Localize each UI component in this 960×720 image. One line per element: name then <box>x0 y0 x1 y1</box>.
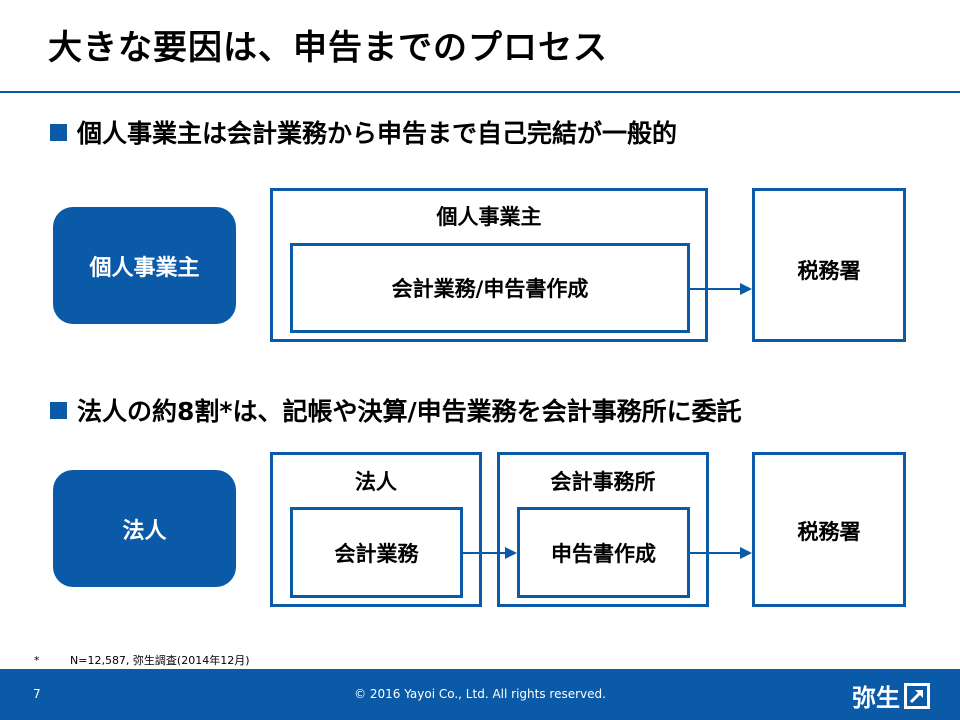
yayoi-logo: 弥生 <box>852 678 930 713</box>
section1-actor-label: 個人事業主 <box>89 255 200 281</box>
section2-bullet-text: 法人の約8割*は、記帳や決算/申告業務を会計事務所に委託 <box>77 397 742 426</box>
section1-task-label: 会計業務/申告書作成 <box>391 277 589 301</box>
section2-bullet: 法人の約8割*は、記帳や決算/申告業務を会計事務所に委託 <box>50 392 742 428</box>
section2-destination-label: 税務署 <box>797 520 861 544</box>
bullet-square-icon <box>50 401 67 419</box>
bullet-square-icon <box>50 123 67 141</box>
section2-group2-label: 会計事務所 <box>550 470 656 494</box>
footer-bar <box>0 669 960 720</box>
page-title: 大きな要因は、申告までのプロセス <box>48 28 608 68</box>
logo-arrow-icon <box>904 682 930 709</box>
logo-text: 弥生 <box>852 684 900 712</box>
section2-task1-label: 会計業務 <box>334 541 419 566</box>
section2-destination-box <box>752 452 906 607</box>
section1-arrow-head-icon <box>740 283 752 295</box>
page-number: 7 <box>33 687 41 701</box>
footnote-mark: * <box>34 654 40 667</box>
title-divider <box>0 91 960 93</box>
section2-arrow2-head-icon <box>740 547 752 559</box>
footnote: * N=12,587, 弥生調査(2014年12月) <box>34 652 250 668</box>
section2-task1-box: 会計業務 <box>290 507 463 598</box>
section1-actor-pill: 個人事業主 <box>53 207 236 324</box>
section1-bullet-text: 個人事業主は会計業務から申告まで自己完結が一般的 <box>77 119 678 148</box>
footnote-text: N=12,587, 弥生調査(2014年12月) <box>70 654 250 667</box>
section1-task-box: 会計業務/申告書作成 <box>290 243 690 333</box>
section1-group-label: 個人事業主 <box>436 205 542 229</box>
section2-group1-label: 法人 <box>355 470 397 494</box>
copyright-text: © 2016 Yayoi Co., Ltd. All rights reserv… <box>354 687 606 701</box>
section1-destination-label: 税務署 <box>797 259 861 283</box>
section2-task2-label: 申告書作成 <box>551 541 656 566</box>
section1-bullet: 個人事業主は会計業務から申告まで自己完結が一般的 <box>50 114 677 150</box>
section2-task2-box: 申告書作成 <box>517 507 690 598</box>
section1-destination-box <box>752 188 906 342</box>
section2-actor-pill: 法人 <box>53 470 236 587</box>
section2-actor-label: 法人 <box>122 518 167 544</box>
